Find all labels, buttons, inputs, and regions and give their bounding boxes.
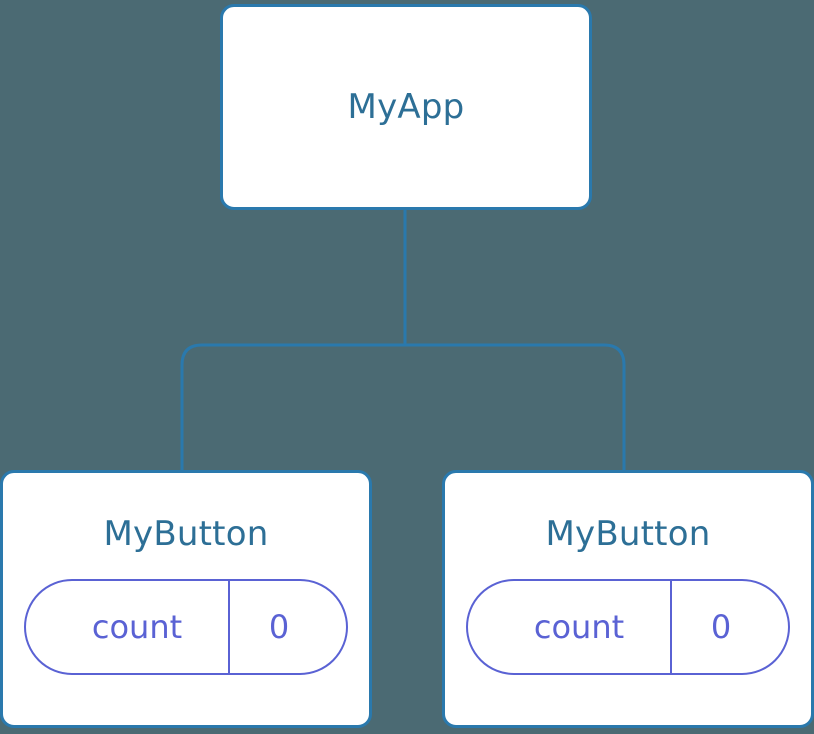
component-node-mybutton-2[interactable]: MyButton count 0 xyxy=(442,470,814,728)
state-pill[interactable]: count 0 xyxy=(24,579,348,675)
component-node-title: MyButton xyxy=(545,514,711,554)
component-node-mybutton-1[interactable]: MyButton count 0 xyxy=(0,470,372,728)
component-node-myapp[interactable]: MyApp xyxy=(220,4,592,210)
component-node-title: MyButton xyxy=(103,514,269,554)
component-node-title: MyApp xyxy=(347,87,465,127)
state-pill[interactable]: count 0 xyxy=(466,579,790,675)
state-value: 0 xyxy=(268,608,290,646)
state-value: 0 xyxy=(710,608,732,646)
connector-branch-bar xyxy=(180,343,626,472)
state-key: count xyxy=(533,608,625,646)
state-pill-divider xyxy=(670,581,672,673)
state-pill-divider xyxy=(228,581,230,673)
state-key: count xyxy=(91,608,183,646)
